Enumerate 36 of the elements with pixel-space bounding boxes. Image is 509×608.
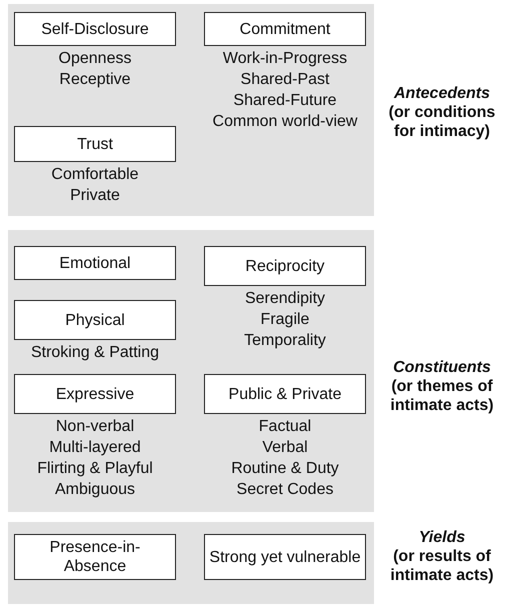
- attribute-text: Ambiguous: [54, 480, 136, 500]
- attribute-text: Work-in-Progress: [222, 49, 348, 69]
- concept-box: Strong yet vulnerable: [204, 534, 366, 580]
- attribute-text: Shared-Future: [232, 91, 338, 111]
- attribute-text: Openness: [58, 49, 132, 69]
- concept-box: Commitment: [204, 12, 366, 46]
- attribute-text: Stroking & Patting: [30, 343, 160, 363]
- concept-box: Emotional: [14, 246, 176, 280]
- attribute-text: Factual: [258, 417, 312, 437]
- attribute-text: Secret Codes: [236, 480, 334, 500]
- attribute-text: Receptive: [58, 70, 132, 90]
- section-subheading: (or themes of intimate acts): [389, 377, 495, 415]
- section-heading: Antecedents: [392, 84, 492, 103]
- concept-box: Trust: [14, 126, 176, 162]
- concept-box: Self-Disclosure: [14, 12, 176, 46]
- attribute-text: Comfortable: [50, 165, 140, 185]
- concept-box: Public & Private: [204, 374, 366, 414]
- concept-box: Reciprocity: [204, 246, 366, 286]
- attribute-text: Common world-view: [212, 112, 358, 132]
- attribute-text: Fragile: [260, 310, 310, 330]
- attribute-text: Flirting & Playful: [36, 459, 154, 479]
- section-heading: Yields: [418, 528, 466, 547]
- section-subheading: (or results of intimate acts): [389, 547, 495, 585]
- concept-box: Expressive: [14, 374, 176, 414]
- attribute-text: Non-verbal: [54, 417, 136, 437]
- attribute-text: Routine & Duty: [230, 459, 340, 479]
- section-subheading: (or conditions for intimacy): [388, 103, 496, 141]
- attribute-text: Shared-Past: [240, 70, 330, 90]
- attribute-text: Verbal: [261, 438, 309, 458]
- attribute-text: Temporality: [243, 331, 327, 351]
- attribute-text: Multi-layered: [48, 438, 142, 458]
- attribute-text: Private: [69, 186, 121, 206]
- attribute-text: Serendipity: [244, 289, 326, 309]
- concept-box: Presence-in-Absence: [14, 534, 176, 580]
- section-heading: Constituents: [392, 358, 492, 377]
- concept-box: Physical: [14, 300, 176, 340]
